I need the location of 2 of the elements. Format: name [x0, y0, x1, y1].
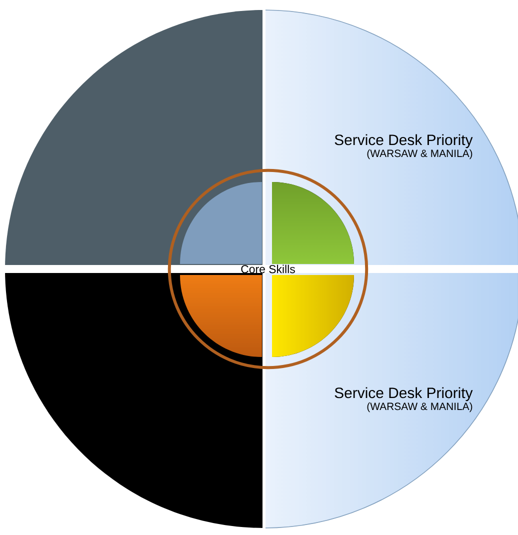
- quadrant-sector: [180, 182, 262, 264]
- ring: Core Skills: [168, 168, 368, 370]
